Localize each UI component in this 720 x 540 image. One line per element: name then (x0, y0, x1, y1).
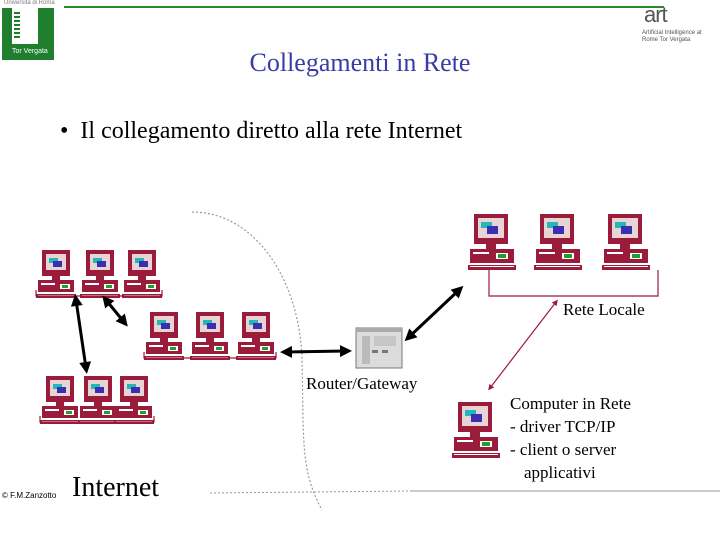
computer-icon (36, 250, 76, 298)
local-network-label: Rete Locale (563, 300, 645, 319)
computer-icon (122, 250, 162, 298)
computer-icon (78, 376, 118, 424)
computer-icon (468, 214, 516, 270)
computer-icon (602, 214, 650, 270)
lab-logo-caption: Artificial Intelligence at Rome Tor Verg… (642, 30, 702, 43)
computer-icon (80, 250, 120, 298)
router-icon (355, 327, 403, 369)
arrow-internet-2 (102, 295, 128, 327)
single-computer (452, 402, 500, 458)
bullet-text: Il collegamento diretto alla rete Intern… (80, 118, 463, 144)
arrow-router-lan (404, 285, 464, 342)
computer-icon (114, 376, 154, 424)
router-label: Router/Gateway (306, 374, 418, 393)
university-logo: Università di Roma Tor Vergata (2, 0, 55, 62)
computer-description-line: - client o server (510, 440, 617, 459)
computer-description-line: Computer in Rete (510, 394, 631, 413)
computer-icon (236, 312, 276, 360)
university-logo-text: Tor Vergata (12, 48, 48, 55)
arrow-internet-1 (70, 294, 92, 374)
computer-icon (190, 312, 230, 360)
computer-description-line: - driver TCP/IP (510, 417, 616, 436)
computer-description-line: applicativi (524, 463, 596, 482)
arrow-computer-lan (488, 299, 558, 391)
lab-logo-text: art (644, 2, 668, 27)
local-network-group (468, 214, 659, 297)
internet-boundary (191, 211, 323, 511)
bullet-icon: • (60, 118, 69, 144)
slide-title: Collegamenti in Rete (249, 48, 471, 77)
internet-group-top (35, 250, 163, 298)
internet-group-middle (143, 312, 277, 360)
computer-icon (452, 402, 500, 458)
copyright: © F.M.Zanzotto (2, 491, 57, 500)
internet-label: Internet (72, 472, 160, 503)
internet-group-bottom (39, 376, 155, 424)
footer-line (209, 490, 411, 494)
computer-icon (534, 214, 582, 270)
university-caption: Università di Roma (4, 0, 55, 6)
computer-description: Computer in Rete - driver TCP/IP - clien… (510, 392, 631, 484)
bullet-item: • Il collegamento diretto alla rete Inter… (60, 118, 462, 145)
header-line (64, 6, 664, 8)
computer-icon (144, 312, 184, 360)
arrow-router-internet (280, 345, 352, 358)
computer-icon (40, 376, 80, 424)
lab-logo: art Artificial Intelligence at Rome Tor … (640, 2, 716, 62)
